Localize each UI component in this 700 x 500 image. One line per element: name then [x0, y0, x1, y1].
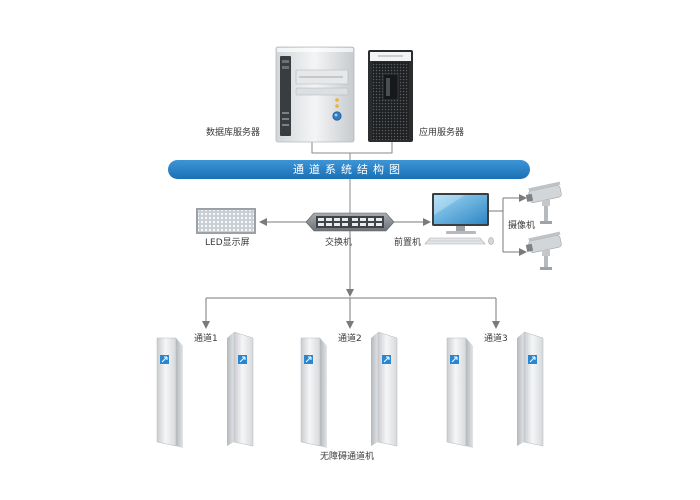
- lane-label: 通道1: [194, 334, 218, 344]
- gate-pillar-icon: [517, 331, 544, 447]
- db-server-label: 数据库服务器: [206, 128, 261, 138]
- front-pc-label: 前置机: [394, 238, 422, 248]
- lane-label: 通道3: [484, 334, 508, 344]
- lane-label: 通道2: [338, 334, 362, 344]
- database-server-icon: [275, 46, 355, 143]
- gate-pillar-icon: [227, 331, 254, 447]
- camera-label: 摄像机: [508, 221, 536, 231]
- diagram-title-banner: 通道系统结构图: [168, 160, 530, 179]
- gate-pillar-icon: [371, 331, 398, 447]
- led-display-icon: [196, 208, 256, 234]
- lane-distribution-arrows: [202, 231, 500, 329]
- camera-connector-arrows: [489, 194, 527, 256]
- network-switch-icon: [305, 212, 395, 232]
- gate-pillar-icon: [156, 337, 183, 448]
- application-server-icon: [368, 50, 413, 142]
- gate-pillar-icon: [446, 337, 473, 448]
- server-connector-lines: [311, 141, 393, 160]
- camera-icon: [525, 181, 562, 224]
- gate-pillar-icon: [300, 337, 327, 448]
- front-computer-icon: [424, 193, 494, 245]
- gate-group-label: 无障碍通道机: [320, 452, 375, 462]
- switch-label: 交换机: [325, 238, 353, 248]
- camera-icon: [525, 231, 562, 270]
- app-server-label: 应用服务器: [419, 128, 465, 138]
- led-display-label: LED显示屏: [205, 238, 250, 248]
